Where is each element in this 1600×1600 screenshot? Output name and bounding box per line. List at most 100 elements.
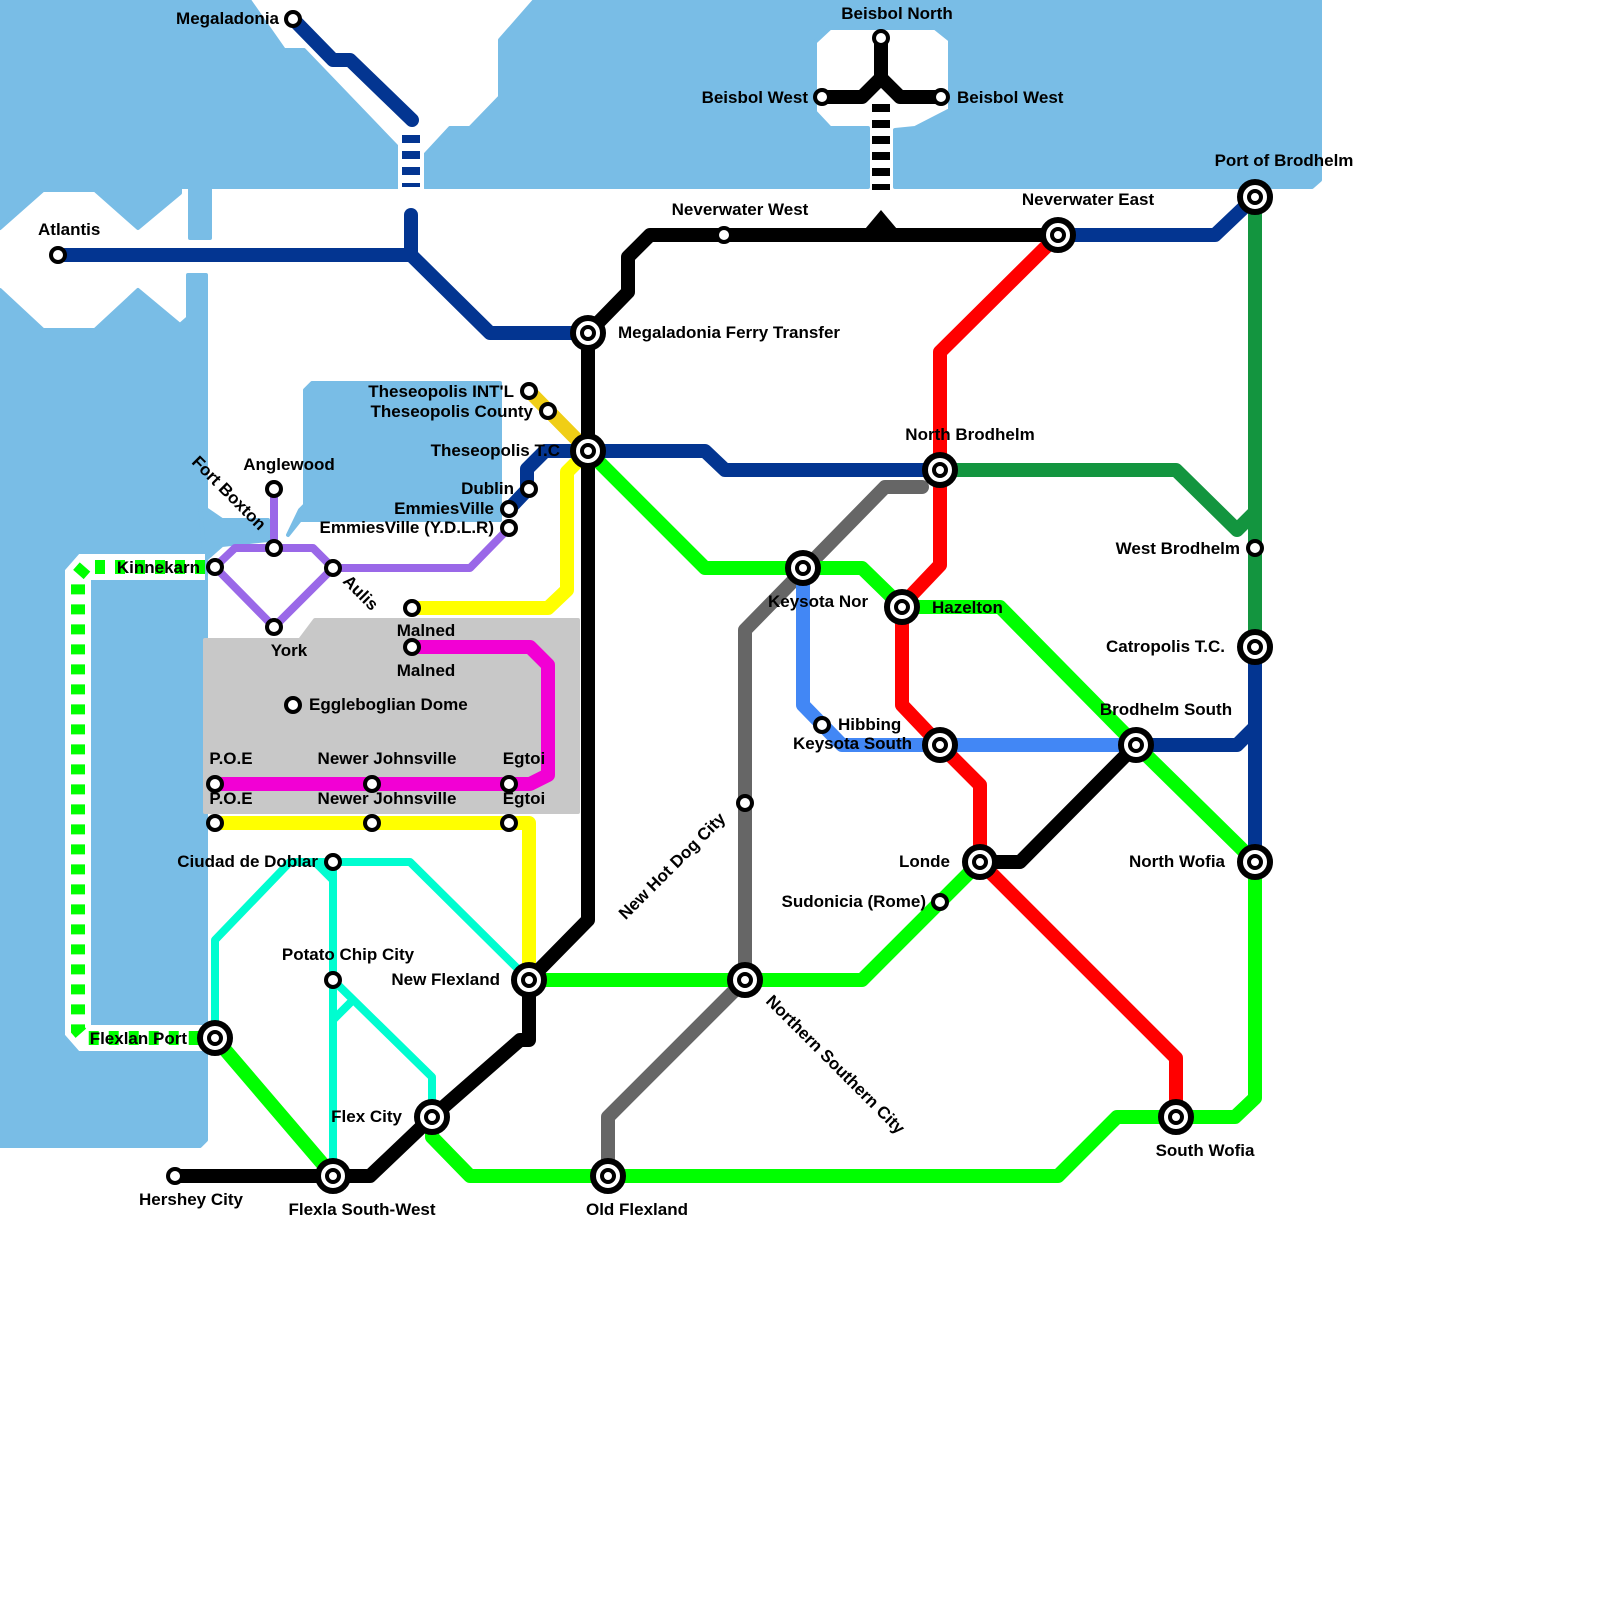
station-ciudad-de-doblar[interactable]: Ciudad de Doblar bbox=[177, 852, 342, 871]
station-label: Newer Johnsville bbox=[318, 749, 457, 768]
water-body bbox=[423, 0, 1322, 189]
district-area bbox=[203, 618, 580, 814]
station-icon bbox=[265, 480, 283, 498]
station-label: South Wofia bbox=[1156, 1141, 1255, 1160]
station-label: Ciudad de Doblar bbox=[177, 852, 318, 871]
station-label: Atlantis bbox=[38, 220, 100, 239]
station-label: Beisbol West bbox=[957, 88, 1064, 107]
station-poe-2[interactable]: P.O.E bbox=[206, 789, 253, 832]
interchange-core-icon bbox=[580, 443, 596, 459]
station-label: EmmiesVille bbox=[394, 499, 494, 518]
station-label: EmmiesVille (Y.D.L.R) bbox=[320, 518, 494, 537]
station-londe[interactable]: Londe bbox=[899, 844, 998, 880]
station-hibbing[interactable]: Hibbing bbox=[813, 715, 901, 734]
station-port-of-brodhelm[interactable]: Port of Brodhelm bbox=[1215, 151, 1354, 215]
station-theseopolis-county[interactable]: Theseopolis County bbox=[371, 402, 557, 421]
station-icon bbox=[715, 226, 733, 244]
station-egtoi-1[interactable]: Egtoi bbox=[500, 749, 545, 793]
station-keysota-south[interactable]: Keysota South bbox=[793, 727, 958, 763]
station-icon bbox=[403, 599, 421, 617]
station-egtoi-2[interactable]: Egtoi bbox=[500, 789, 545, 832]
station-label: North Wofia bbox=[1129, 852, 1226, 871]
station-west-brodhelm[interactable]: West Brodhelm bbox=[1116, 539, 1264, 558]
station-icon bbox=[324, 971, 342, 989]
station-keysota-nor[interactable]: Keysota Nor bbox=[768, 550, 869, 611]
station-sudonicia-rome[interactable]: Sudonicia (Rome) bbox=[781, 892, 949, 911]
station-york[interactable]: York bbox=[265, 618, 308, 660]
station-emmiesville-ydlr[interactable]: EmmiesVille (Y.D.L.R) bbox=[320, 518, 518, 537]
station-south-wofia[interactable]: South Wofia bbox=[1156, 1099, 1255, 1160]
station-hershey-city[interactable]: Hershey City bbox=[139, 1167, 244, 1209]
station-anglewood[interactable]: Anglewood bbox=[243, 455, 335, 498]
station-label: Eggleboglian Dome bbox=[309, 695, 468, 714]
station-kinnekarn[interactable]: Kinnekarn bbox=[117, 558, 224, 577]
station-beisbol-west-2[interactable]: Beisbol West bbox=[932, 88, 1064, 107]
red-line bbox=[895, 228, 1183, 1124]
station-northern-southern-city[interactable]: Northern Southern City bbox=[727, 962, 909, 1138]
interchange-core-icon bbox=[1247, 854, 1263, 870]
station-label: Hershey City bbox=[139, 1190, 243, 1209]
station-atlantis[interactable]: Atlantis bbox=[38, 220, 100, 264]
station-catropolis-tc[interactable]: Catropolis T.C. bbox=[1106, 629, 1273, 665]
station-dublin[interactable]: Dublin bbox=[461, 479, 538, 498]
station-icon bbox=[813, 88, 831, 106]
station-icon bbox=[736, 794, 754, 812]
interchange-core-icon bbox=[932, 737, 948, 753]
station-label: Newer Johnsville bbox=[318, 789, 457, 808]
station-theseopolis-intl[interactable]: Theseopolis INT'L bbox=[368, 382, 538, 401]
interchange-core-icon bbox=[521, 972, 537, 988]
station-eggleboglian-dome[interactable]: Eggleboglian Dome bbox=[284, 695, 468, 714]
station-north-brodhelm[interactable]: North Brodhelm bbox=[905, 425, 1035, 488]
yellow-line bbox=[405, 444, 595, 615]
station-megaladonia[interactable]: Megaladonia bbox=[176, 9, 302, 28]
station-neverwater-west[interactable]: Neverwater West bbox=[672, 200, 809, 244]
station-potato-chip-city[interactable]: Potato Chip City bbox=[282, 945, 415, 989]
station-beisbol-north[interactable]: Beisbol North bbox=[841, 4, 953, 47]
station-hazelton[interactable]: Hazelton bbox=[884, 589, 1003, 625]
station-malned-2[interactable]: Malned bbox=[397, 638, 456, 680]
station-beisbol-west-1[interactable]: Beisbol West bbox=[702, 88, 831, 107]
station-new-flexland[interactable]: New Flexland bbox=[391, 962, 547, 998]
interchange-core-icon bbox=[1168, 1109, 1184, 1125]
station-icon bbox=[206, 814, 224, 832]
water-body bbox=[188, 185, 212, 240]
station-label: P.O.E bbox=[209, 789, 252, 808]
station-icon bbox=[324, 559, 342, 577]
station-flexlan-port[interactable]: Flexlan Port bbox=[90, 1020, 233, 1056]
station-megaladonia-ferry-transfer[interactable]: Megaladonia Ferry Transfer bbox=[570, 315, 840, 351]
station-label: Northern Southern City bbox=[762, 991, 909, 1138]
station-label: Londe bbox=[899, 852, 950, 871]
interchange-core-icon bbox=[1247, 189, 1263, 205]
water-body bbox=[0, 273, 208, 1148]
station-icon bbox=[284, 696, 302, 714]
station-icon bbox=[539, 402, 557, 420]
station-newer-johnsville-2[interactable]: Newer Johnsville bbox=[318, 789, 457, 832]
station-label: Beisbol West bbox=[702, 88, 809, 107]
station-poe-1[interactable]: P.O.E bbox=[206, 749, 253, 793]
station-label: Theseopolis INT'L bbox=[368, 382, 514, 401]
green-line bbox=[425, 444, 1262, 1183]
interchange-core-icon bbox=[894, 599, 910, 615]
station-old-flexland[interactable]: Old Flexland bbox=[586, 1158, 688, 1219]
station-label: Catropolis T.C. bbox=[1106, 637, 1225, 656]
station-emmiesville[interactable]: EmmiesVille bbox=[394, 499, 518, 518]
station-theseopolis-tc[interactable]: Theseopolis T.C bbox=[431, 433, 606, 469]
interchange-core-icon bbox=[580, 325, 596, 341]
station-label: Aulis bbox=[339, 571, 382, 614]
station-brodhelm-south[interactable]: Brodhelm South bbox=[1100, 700, 1232, 763]
station-malned-1[interactable]: Malned bbox=[397, 599, 456, 640]
station-label: Neverwater East bbox=[1022, 190, 1155, 209]
station-icon bbox=[363, 775, 381, 793]
station-flex-city[interactable]: Flex City bbox=[331, 1099, 450, 1135]
station-label: West Brodhelm bbox=[1116, 539, 1240, 558]
station-north-wofia[interactable]: North Wofia bbox=[1129, 844, 1273, 880]
station-label: Hibbing bbox=[838, 715, 901, 734]
station-flexla-south-west[interactable]: Flexla South-West bbox=[288, 1158, 436, 1219]
station-label: Keysota South bbox=[793, 734, 912, 753]
station-newer-johnsville-1[interactable]: Newer Johnsville bbox=[318, 749, 457, 793]
station-label: Flexlan Port bbox=[90, 1029, 188, 1048]
station-neverwater-east[interactable]: Neverwater East bbox=[1022, 190, 1155, 253]
station-label: North Brodhelm bbox=[905, 425, 1034, 444]
station-new-hot-dog-city[interactable]: New Hot Dog City bbox=[615, 794, 754, 923]
